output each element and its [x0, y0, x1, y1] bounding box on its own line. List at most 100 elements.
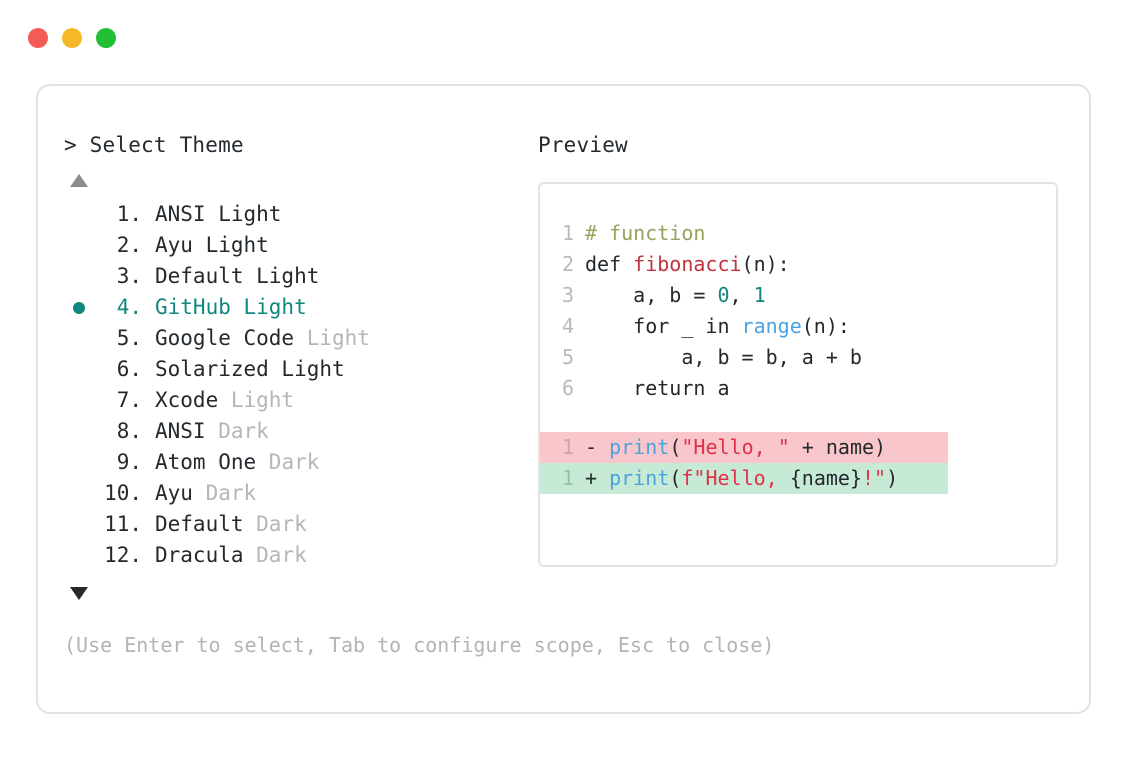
theme-list-item[interactable]: 2. Ayu Light: [64, 230, 534, 261]
close-window-button[interactable]: [28, 28, 48, 48]
code-line: 2 def fibonacci(n):: [540, 249, 1056, 280]
theme-item-index: 10.: [104, 481, 142, 505]
window-traffic-lights: [28, 28, 116, 48]
theme-item-index: 9.: [116, 450, 142, 474]
code-token: 1: [753, 283, 766, 307]
spacer: [142, 261, 155, 292]
code-token: (n):: [741, 252, 790, 276]
code-line-content: for _ in range(n):: [585, 311, 850, 342]
theme-item-index: 7.: [116, 388, 142, 412]
code-token: (: [669, 435, 682, 459]
maximize-window-button[interactable]: [96, 28, 116, 48]
diff-line-removed: 1- print("Hello, " + name): [540, 432, 948, 463]
triangle-down-icon[interactable]: [70, 587, 88, 600]
code-line: 4 for _ in range(n):: [540, 311, 1056, 342]
line-number: 3: [561, 283, 574, 307]
preview-title: Preview: [538, 133, 628, 157]
triangle-up-icon[interactable]: [70, 174, 88, 187]
theme-list-item[interactable]: 8. ANSI Dark: [64, 416, 534, 447]
selection-bullet-slot: [64, 354, 94, 385]
code-line: 1 # function: [540, 218, 1056, 249]
code-line-content: a, b = b, a + b: [585, 342, 862, 373]
theme-item-name: Xcode: [155, 388, 219, 412]
line-number: 1: [561, 466, 574, 490]
theme-item-variant: Dark: [243, 543, 307, 567]
theme-item-index: 1.: [116, 202, 142, 226]
code-line-content: def fibonacci(n):: [585, 249, 790, 280]
selection-bullet-slot: [64, 385, 94, 416]
code-token: + name): [789, 435, 887, 459]
theme-item-name: Default: [155, 512, 244, 536]
line-number: 1: [561, 221, 574, 245]
theme-item-name: Ayu Light: [155, 233, 269, 257]
code-line: 5 a, b = b, a + b: [540, 342, 1056, 373]
theme-item-name: Dracula: [155, 543, 244, 567]
theme-item-name: Ayu: [155, 481, 193, 505]
theme-list-item[interactable]: 6. Solarized Light: [64, 354, 534, 385]
code-line: 3 a, b = 0, 1: [540, 280, 1056, 311]
theme-item-variant: Dark: [243, 512, 307, 536]
theme-item-name: Atom One: [155, 450, 257, 474]
code-token: def: [585, 252, 634, 276]
code-blank-line: [540, 404, 1056, 432]
theme-item-index: 6.: [116, 357, 142, 381]
line-number: 5: [561, 345, 574, 369]
code-token: "Hello, ": [681, 435, 790, 459]
code-line-content: return a: [585, 373, 729, 404]
theme-item-name: Solarized Light: [155, 357, 345, 381]
code-token: {name}: [789, 466, 862, 490]
code-token: ): [886, 466, 899, 490]
code-token: print: [609, 466, 670, 490]
theme-item-index: 8.: [116, 419, 142, 443]
selection-bullet-slot: [64, 447, 94, 478]
selection-bullet-slot: [64, 261, 94, 292]
code-line-content: # function: [585, 218, 705, 249]
selection-bullet-slot: [64, 323, 94, 354]
code-token: a, b = b, a + b: [585, 345, 862, 369]
theme-list-item[interactable]: 11. Default Dark: [64, 509, 534, 540]
minimize-window-button[interactable]: [62, 28, 82, 48]
spacer: [142, 199, 155, 230]
selection-bullet-slot: [64, 540, 94, 571]
theme-list-item[interactable]: 3. Default Light: [64, 261, 534, 292]
spacer: [142, 509, 155, 540]
keyboard-hint: (Use Enter to select, Tab to configure s…: [64, 633, 775, 657]
line-number: 2: [561, 252, 574, 276]
code-token: (n):: [801, 314, 850, 338]
line-number: 4: [561, 314, 574, 338]
code-token: for _ in: [585, 314, 742, 338]
selected-bullet-icon: [73, 301, 85, 314]
theme-list-item[interactable]: 9. Atom One Dark: [64, 447, 534, 478]
code-line: 6 return a: [540, 373, 1056, 404]
theme-list-item[interactable]: 1. ANSI Light: [64, 199, 534, 230]
theme-item-variant: Light: [294, 326, 370, 350]
selection-bullet-slot: [64, 509, 94, 540]
diff-marker: +: [585, 466, 610, 490]
code-line-content: a, b = 0, 1: [585, 280, 766, 311]
line-number: 1: [561, 435, 574, 459]
theme-item-variant: Light: [218, 388, 295, 412]
theme-item-variant: Dark: [256, 450, 320, 474]
theme-list-item[interactable]: 12. Dracula Dark: [64, 540, 534, 571]
theme-item-index: 3.: [116, 264, 142, 288]
diff-marker: -: [585, 435, 610, 459]
spacer: [142, 385, 155, 416]
theme-list-item[interactable]: 10. Ayu Dark: [64, 478, 534, 509]
selection-bullet-slot: [64, 416, 94, 447]
theme-list-item[interactable]: 4. GitHub Light: [64, 292, 534, 323]
line-number: 6: [561, 376, 574, 400]
theme-item-name: GitHub Light: [155, 295, 307, 319]
code-token: fibonacci: [633, 252, 742, 276]
theme-item-index: 2.: [116, 233, 142, 257]
theme-item-variant: Dark: [192, 481, 257, 505]
spacer: [142, 292, 155, 323]
theme-list-item[interactable]: 5. Google Code Light: [64, 323, 534, 354]
theme-list-item[interactable]: 7. Xcode Light: [64, 385, 534, 416]
code-token: f"Hello,: [681, 466, 790, 490]
selection-bullet-slot: [64, 199, 94, 230]
code-token: a, b =: [585, 283, 718, 307]
code-token: # function: [585, 221, 706, 245]
